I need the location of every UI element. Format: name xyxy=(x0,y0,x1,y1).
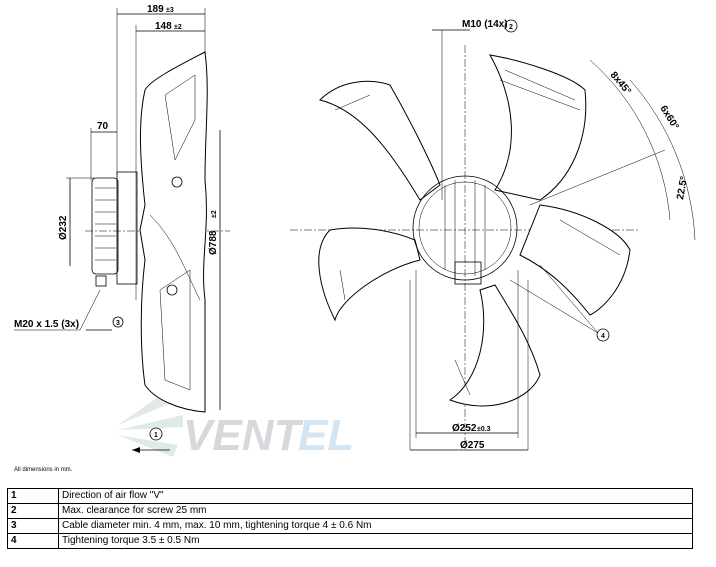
dim-189: 189 xyxy=(147,4,164,15)
cable-gland-label: M20 x 1.5 (3x) xyxy=(14,319,79,330)
legend-num: 1 xyxy=(7,488,59,504)
tol-788: ±2 xyxy=(211,210,218,218)
legend-num: 4 xyxy=(7,533,59,549)
angle-22-5: 22.5° xyxy=(675,175,690,200)
svg-text:VENT: VENT xyxy=(183,411,303,460)
callout-2: 2 xyxy=(509,24,513,31)
dim-148: 148 xyxy=(155,21,172,32)
legend-num: 3 xyxy=(7,518,59,534)
tol-189: ±3 xyxy=(166,7,174,14)
front-view: M10 (14x) 2 8x45° 6x60° 22.5° xyxy=(290,19,696,451)
tol-148: ±2 xyxy=(174,24,182,31)
legend-text: Max. clearance for screw 25 mm xyxy=(58,503,693,519)
ventel-watermark-logo: VENT EL xyxy=(108,385,358,470)
legend-num: 2 xyxy=(7,503,59,519)
svg-text:EL: EL xyxy=(298,411,354,460)
legend-text: Cable diameter min. 4 mm, max. 10 mm, ti… xyxy=(58,518,693,534)
callout-3: 3 xyxy=(116,320,120,327)
dim-252: Ø252 xyxy=(452,423,477,434)
tol-252: ±0.3 xyxy=(477,426,491,433)
technical-drawing: 189 ±3 148 ±2 70 Ø232 Ø788 ±2 M20 x 1.5 … xyxy=(14,4,696,453)
callout-1: 1 xyxy=(154,432,158,439)
fan-blades xyxy=(318,54,631,407)
dim-70: 70 xyxy=(97,121,109,132)
legend-text: Direction of air flow "V" xyxy=(58,488,693,504)
angle-8x45: 8x45° xyxy=(608,70,633,97)
dim-232: Ø232 xyxy=(58,215,69,240)
angle-6x60: 6x60° xyxy=(657,104,680,132)
screw-label: M10 (14x) xyxy=(462,19,508,30)
dimensions-note: All dimensions in mm. xyxy=(14,467,73,473)
side-view: 189 ±3 148 ±2 70 Ø232 Ø788 ±2 M20 x 1.5 … xyxy=(14,4,230,453)
legend-text: Tightening torque 3.5 ± 0.5 Nm xyxy=(58,533,693,549)
callout-4: 4 xyxy=(601,333,605,340)
dim-788: Ø788 xyxy=(208,230,219,255)
dim-275: Ø275 xyxy=(460,440,485,451)
